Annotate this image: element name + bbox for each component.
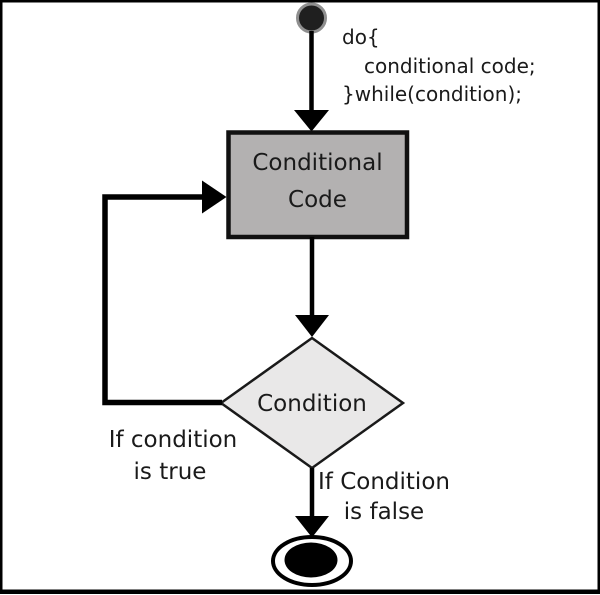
false-branch-label-line2: is false [344,499,424,525]
code-line-1: do{ [342,25,380,49]
process-label-line2: Code [288,187,347,213]
true-branch-label: If condition is true [109,427,238,485]
true-branch-label-line2: is true [134,459,207,485]
code-line-3: }while(condition); [342,82,522,106]
end-node [284,542,338,578]
code-annotation: do{ conditional code; }while(condition); [342,25,536,106]
process-label-line1: Conditional [252,150,382,176]
false-branch-label-line1: If Condition [318,469,450,495]
process-box [226,130,410,240]
start-node [296,2,327,34]
arrowhead-into-end [295,516,329,538]
loop-back-connector [102,194,222,406]
code-line-2: conditional code; [364,54,536,78]
arrowhead-loop-into-process [202,180,227,214]
false-branch-label: If Condition is false [318,469,450,525]
true-branch-label-line1: If condition [109,427,238,453]
arrowhead-into-decision [295,315,329,337]
arrowhead-into-process [294,110,329,132]
decision-label: Condition [257,391,367,417]
